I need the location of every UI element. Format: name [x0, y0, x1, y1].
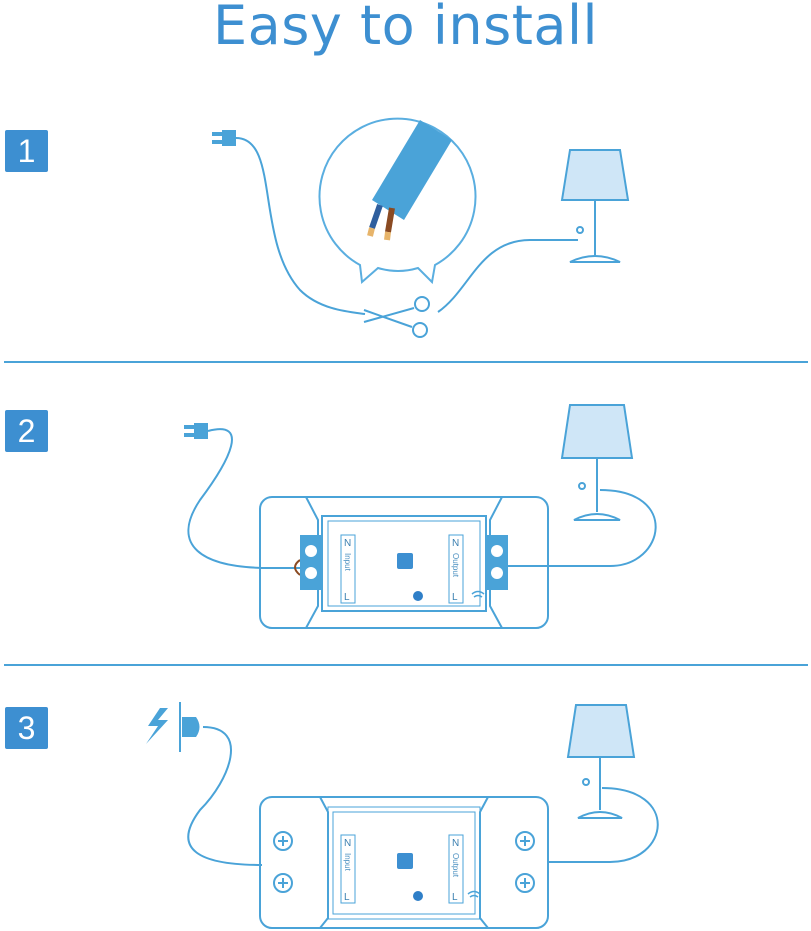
output-n-label: N: [452, 538, 459, 549]
input-l-label: L: [344, 592, 350, 603]
output-terminal: [486, 535, 508, 590]
cable: [548, 787, 659, 863]
brand-logo-icon: [397, 853, 413, 869]
output-label: Output: [451, 553, 460, 578]
plug-icon: [212, 130, 236, 146]
cable: [437, 239, 578, 313]
screw-icon: [515, 873, 535, 893]
status-led-icon: [413, 891, 423, 901]
output-n-label: N: [452, 838, 459, 849]
wifi-icon: [467, 890, 481, 898]
input-n-label: N: [344, 838, 351, 849]
lightning-icon: [146, 708, 168, 744]
step-1-badge: 1: [5, 130, 48, 172]
cut-cable-callout: [318, 117, 477, 285]
input-label: Input: [343, 853, 352, 872]
smart-switch-wired: [259, 496, 549, 629]
cable: [505, 489, 657, 567]
output-l-label: L: [452, 892, 458, 903]
screw-icon: [273, 873, 293, 893]
cable: [235, 137, 366, 315]
cable: [187, 726, 263, 866]
step-3-badge: 3: [5, 707, 48, 749]
brand-logo-icon: [397, 553, 413, 569]
screw-icon: [273, 831, 293, 851]
input-terminal: [300, 535, 322, 590]
lamp-icon: [560, 404, 634, 521]
lamp-icon: [560, 149, 630, 263]
smart-switch-installed: [259, 796, 549, 929]
page-title: Easy to install: [213, 0, 598, 57]
input-l-label: L: [344, 892, 350, 903]
cable: [187, 428, 300, 569]
plug-icon: [184, 423, 208, 439]
plug-icon: [182, 717, 200, 737]
status-led-icon: [413, 591, 423, 601]
step-2-badge: 2: [5, 410, 48, 452]
lamp-icon: [566, 704, 636, 819]
input-label: Input: [343, 553, 352, 572]
input-n-label: N: [344, 538, 351, 549]
output-l-label: L: [452, 592, 458, 603]
scissors-icon: [363, 296, 430, 338]
wifi-icon: [471, 590, 485, 598]
screw-icon: [515, 831, 535, 851]
output-label: Output: [451, 853, 460, 878]
